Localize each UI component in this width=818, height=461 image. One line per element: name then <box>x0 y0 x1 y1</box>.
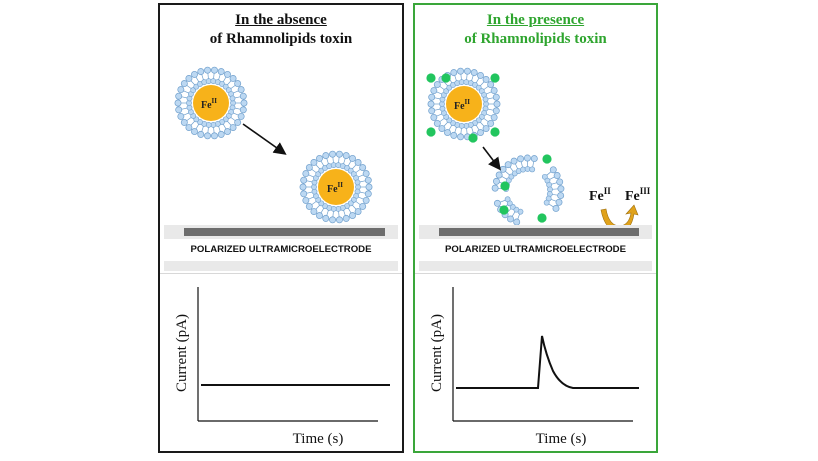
electrode <box>439 228 639 236</box>
toxin-molecule <box>500 181 510 191</box>
title-line-1: In the presence <box>486 12 585 28</box>
toxin-molecule <box>542 154 552 164</box>
y-axis-label: Current (pA) <box>174 314 190 392</box>
toxin-molecule <box>441 73 451 83</box>
toxin-molecule <box>426 127 436 137</box>
title-line-1: In the absence <box>235 12 327 28</box>
diffusion-arrow <box>482 146 501 171</box>
electrode <box>184 228 385 236</box>
iron-core <box>446 86 482 122</box>
current-plot: Current (pA) Time (s) <box>429 287 639 447</box>
x-axis-label: Time (s) <box>293 431 344 447</box>
electrode-label: POLARIZED ULTRAMICROELECTRODE <box>419 239 652 261</box>
electrode-zone: POLARIZED ULTRAMICROELECTRODE <box>419 225 652 271</box>
toxin-molecule <box>537 213 547 223</box>
current-plot: Current (pA) Time (s) <box>174 287 390 447</box>
absence-scene: FeII FeII Current (pA) Time (s) <box>174 66 390 447</box>
vesicle-docked <box>299 150 373 224</box>
divider <box>160 273 402 274</box>
panel-title: In the presence of Rhamnolipids toxin <box>415 11 656 49</box>
y-axis-label: Current (pA) <box>429 314 445 392</box>
toxin-molecule <box>499 205 509 215</box>
vesicle-label-docked: FeII <box>327 181 343 195</box>
panel-title: In the absence of Rhamnolipids toxin <box>160 11 402 49</box>
vesicle-label: FeII <box>454 98 470 112</box>
iron-core <box>193 85 229 121</box>
toxin-molecule <box>426 73 436 83</box>
title-line-2: of Rhamnolipids toxin <box>209 31 353 47</box>
released-iron-label: FeII <box>589 186 611 204</box>
vesicle <box>174 66 248 140</box>
toxin-molecule <box>490 127 500 137</box>
current-trace <box>456 335 639 389</box>
diffusion-arrow <box>242 123 287 155</box>
title-line-2: of Rhamnolipids toxin <box>464 31 607 47</box>
vesicle-label: FeII <box>201 97 217 111</box>
electrode-zone: POLARIZED ULTRAMICROELECTRODE <box>164 225 398 271</box>
panel-absence: In the absence of Rhamnolipids toxin FeI… <box>158 3 404 453</box>
toxin-molecule <box>490 73 500 83</box>
toxin-molecule <box>468 133 478 143</box>
x-axis-label: Time (s) <box>536 431 587 447</box>
panel-presence: In the presence of Rhamnolipids toxin Fe… <box>413 3 658 453</box>
iron-core <box>318 169 354 205</box>
electrode-label: POLARIZED ULTRAMICROELECTRODE <box>164 239 398 261</box>
oxidized-iron-label: FeIII <box>625 186 651 204</box>
divider <box>415 273 656 274</box>
toxin-molecules <box>426 73 552 223</box>
